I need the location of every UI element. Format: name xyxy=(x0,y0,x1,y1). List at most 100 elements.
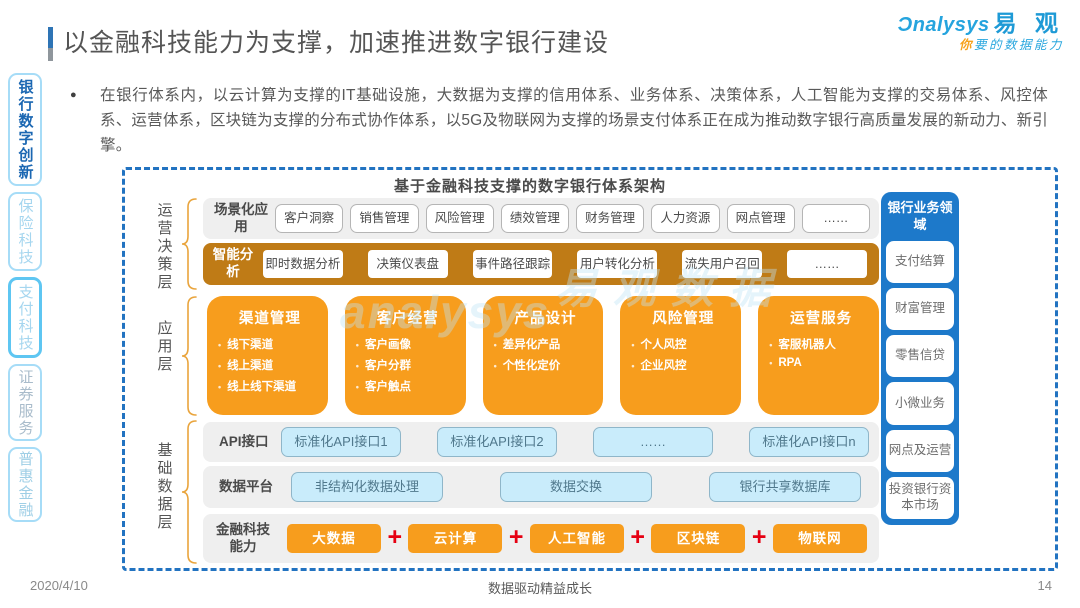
app-block-item: • 线上线下渠道 xyxy=(218,378,322,394)
platform-item-button[interactable]: 非结构化数据处理 xyxy=(291,472,443,502)
analysis-item-button[interactable]: 用户转化分析 xyxy=(577,250,658,278)
sidebar-tab-bank-digital-innovation[interactable]: 银行数字创新 xyxy=(8,73,42,186)
bullet-icon: • xyxy=(769,358,773,368)
app-block-list: •个人风控 •企业风控 xyxy=(631,336,735,373)
logo-tagline: 你要的数据能力 xyxy=(898,38,1064,52)
sidebar-tab-inclusive-finance[interactable]: 普惠金融 xyxy=(8,447,42,522)
app-item-text: 线上渠道 xyxy=(227,360,274,372)
fintech-button-strip: 大数据 + 云计算 + 人工智能 + 区块链 + 物联网 xyxy=(287,524,867,553)
analysis-item-button[interactable]: 事件路径跟踪 xyxy=(472,250,553,278)
business-domain-box[interactable]: 零售信贷 xyxy=(886,335,954,378)
app-block-list: •差异化产品 •个性化定价 xyxy=(494,336,598,373)
app-block-item: • 企业风控 xyxy=(631,357,735,373)
scenario-item-button[interactable]: 客户洞察 xyxy=(275,204,344,233)
sidebar-tab-label: 保险科技 xyxy=(16,197,34,266)
app-item-text: 客户分群 xyxy=(364,360,411,372)
sidebar-tab-label: 支付科技 xyxy=(16,283,34,352)
app-item-text: 客户触点 xyxy=(364,381,411,393)
fintech-item-button[interactable]: 云计算 xyxy=(408,524,503,553)
app-block-title: 渠道管理 xyxy=(238,311,301,327)
scenario-item-button[interactable]: 人力资源 xyxy=(651,204,720,233)
plus-icon: + xyxy=(751,522,767,551)
bullet-icon: • xyxy=(355,361,359,371)
app-block-risk-management[interactable]: 风险管理 •个人风控 •企业风控 xyxy=(620,296,742,415)
sidebar-tab-payment-tech[interactable]: 支付科技 xyxy=(8,277,42,358)
app-block-list: •客户画像 •客户分群 •客户触点 xyxy=(356,336,460,394)
api-item-button[interactable]: 标准化API接口1 xyxy=(281,427,401,457)
title-accent-bar xyxy=(48,27,53,61)
logo-tagline-head: 你 xyxy=(958,38,974,52)
scenario-button-strip: 客户洞察 销售管理 风险管理 绩效管理 财务管理 人力资源 网点管理 …… xyxy=(275,204,870,233)
app-block-product-design[interactable]: 产品设计 •差异化产品 •个性化定价 xyxy=(482,296,604,415)
layer-label-operations: 运营决策层 xyxy=(155,202,173,292)
brace-icon xyxy=(182,420,197,564)
analysis-item-button-more[interactable]: …… xyxy=(787,250,867,278)
api-button-strip: 标准化API接口1 标准化API接口2 …… 标准化API接口n xyxy=(281,427,869,457)
app-block-item: •线下渠道 xyxy=(218,336,322,352)
app-block-item: • RPA xyxy=(769,357,873,369)
app-item-text: 客服机器人 xyxy=(778,339,836,351)
api-interface-row: API接口 标准化API接口1 标准化API接口2 …… 标准化API接口n xyxy=(203,422,879,462)
application-layer: 渠道管理 •线下渠道 •线上渠道 •线上线下渠道 客户经营 •客户画像 •客户分… xyxy=(207,296,879,415)
sidebar-tab-insurance-tech[interactable]: 保险科技 xyxy=(8,192,42,271)
plus-icon: + xyxy=(630,522,646,551)
bank-business-panel: 银行业务领域 支付结算 财富管理 零售信贷 小微业务 网点及运营 投资银行资本市… xyxy=(881,192,959,525)
app-item-text: 企业风控 xyxy=(640,360,687,372)
analysis-item-button[interactable]: 即时数据分析 xyxy=(263,250,343,278)
scenario-item-button[interactable]: 网点管理 xyxy=(726,204,795,233)
sidebar-tab-securities-service[interactable]: 证券服务 xyxy=(8,364,42,441)
bullet-icon: • xyxy=(631,340,635,350)
scenario-item-button[interactable]: 风险管理 xyxy=(425,204,494,233)
smart-analysis-row: 智能分析 即时数据分析 决策仪表盘 事件路径跟踪 用户转化分析 流失用户召回 …… xyxy=(203,243,879,285)
api-item-button[interactable]: 标准化API接口2 xyxy=(437,427,557,457)
fintech-item-button[interactable]: 物联网 xyxy=(772,524,867,553)
fintech-item-button[interactable]: 人工智能 xyxy=(529,524,624,553)
scenario-item-button-more[interactable]: …… xyxy=(801,204,870,233)
business-domain-box[interactable]: 网点及运营 xyxy=(886,429,954,472)
analysis-item-button[interactable]: 流失用户召回 xyxy=(682,250,763,278)
platform-item-button[interactable]: 银行共享数据库 xyxy=(709,472,861,502)
app-item-text: 线上线下渠道 xyxy=(227,381,297,393)
fintech-item-button[interactable]: 区块链 xyxy=(651,524,746,553)
app-block-item: • 客户分群 xyxy=(356,357,460,373)
business-domain-box[interactable]: 小微业务 xyxy=(886,382,954,425)
footer-slogan: 数据驱动精益成长 xyxy=(487,581,592,596)
business-domain-box[interactable]: 投资银行资本市场 xyxy=(886,476,954,519)
analysis-item-button[interactable]: 决策仪表盘 xyxy=(367,250,448,278)
business-domain-box[interactable]: 支付结算 xyxy=(886,240,954,283)
logo-brand-cn: 易 观 xyxy=(993,10,1064,36)
scenario-item-button[interactable]: 财务管理 xyxy=(576,204,645,233)
layer-label-application: 应用层 xyxy=(155,320,173,374)
fintech-item-button[interactable]: 大数据 xyxy=(287,524,381,553)
platform-item-button[interactable]: 数据交换 xyxy=(500,472,652,502)
logo-brand-en: Ɔnalysys xyxy=(897,14,990,36)
app-block-item: •个性化定价 xyxy=(494,357,598,373)
app-item-text: RPA xyxy=(778,357,802,369)
scenario-item-button[interactable]: 绩效管理 xyxy=(500,204,569,233)
api-item-button[interactable]: 标准化API接口n xyxy=(749,427,869,457)
analysis-row-label: 智能分析 xyxy=(212,247,254,279)
bullet-icon: • xyxy=(355,340,359,350)
app-block-title: 客户经营 xyxy=(376,311,439,327)
app-block-item: •客服机器人 xyxy=(769,336,873,352)
app-block-customer-operation[interactable]: 客户经营 •客户画像 •客户分群 •客户触点 xyxy=(344,296,466,415)
brace-icon xyxy=(182,198,197,290)
layer-label-base-data: 基础数据层 xyxy=(155,442,173,532)
business-domain-box[interactable]: 财富管理 xyxy=(886,287,954,331)
bullet-icon: • xyxy=(493,340,497,350)
bullet-icon: • xyxy=(218,382,222,392)
bullet-icon: • xyxy=(631,361,635,371)
scenario-application-row: 场景化应用 客户洞察 销售管理 风险管理 绩效管理 财务管理 人力资源 网点管理… xyxy=(203,198,879,239)
analysis-button-strip: 即时数据分析 决策仪表盘 事件路径跟踪 用户转化分析 流失用户召回 …… xyxy=(263,250,867,278)
app-block-operation-service[interactable]: 运营服务 •客服机器人 •RPA xyxy=(758,296,879,415)
app-block-channel-management[interactable]: 渠道管理 •线下渠道 • 线上渠道 • 线上线下渠道 xyxy=(207,296,328,415)
app-block-item: •客户触点 xyxy=(356,378,460,394)
app-block-list: •线下渠道 • 线上渠道 • 线上线下渠道 xyxy=(218,336,322,394)
fintech-row-label: 金融科技能力 xyxy=(216,521,270,554)
sidebar-tab-label: 银行数字创新 xyxy=(16,78,34,181)
api-item-button-more[interactable]: …… xyxy=(593,427,713,457)
scenario-item-button[interactable]: 销售管理 xyxy=(350,204,419,233)
data-platform-row: 数据平台 非结构化数据处理 数据交换 银行共享数据库 xyxy=(203,466,879,508)
